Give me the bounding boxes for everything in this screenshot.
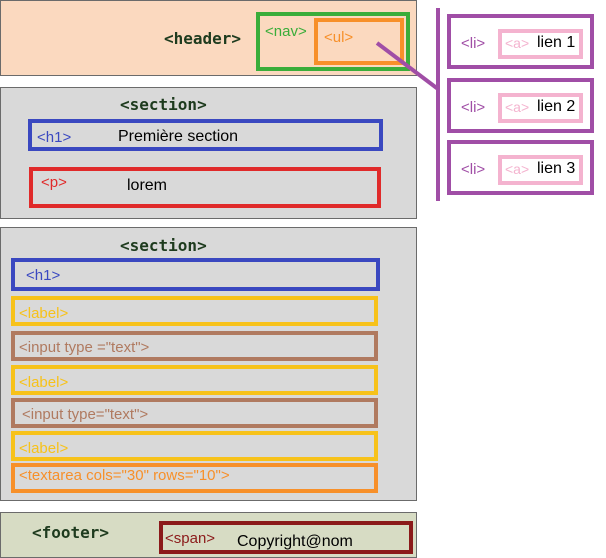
ul-box	[314, 18, 404, 65]
li-tag-label-2: <li>	[461, 99, 486, 116]
li-box-1	[447, 14, 594, 69]
p-text: lorem	[127, 177, 168, 194]
h1-box-1	[28, 119, 383, 151]
ul-tag-label: <ul>	[324, 29, 354, 46]
section-block-2	[0, 227, 417, 501]
label-box-3	[11, 431, 378, 461]
section-tag-label-2: <section>	[120, 236, 207, 255]
a-box-2	[498, 93, 583, 123]
a-tag-label-3: <a>	[505, 161, 530, 177]
link-text-3[interactable]: lien 3	[537, 160, 576, 177]
input-tag-label-2: <input type="text">	[22, 406, 149, 423]
label-tag-label-2: <label>	[19, 374, 69, 391]
textarea-box	[11, 463, 378, 493]
input-box-2	[11, 398, 378, 428]
li-box-2	[447, 78, 594, 133]
span-box	[159, 521, 413, 554]
section-tag-label-1: <section>	[120, 95, 207, 114]
li-tag-label-1: <li>	[461, 35, 486, 52]
a-tag-label-2: <a>	[505, 99, 530, 115]
h1-box-2	[11, 258, 380, 291]
h1-text-1: Première section	[118, 128, 239, 145]
a-tag-label-1: <a>	[505, 35, 530, 51]
p-tag-label: <p>	[41, 174, 67, 191]
a-box-1	[498, 29, 583, 59]
h1-tag-label-1: <h1>	[37, 129, 72, 146]
li-box-3	[447, 140, 594, 195]
link-text-2[interactable]: lien 2	[537, 98, 576, 115]
link-text-1[interactable]: lien 1	[537, 34, 576, 51]
p-box	[29, 167, 381, 208]
input-box-1	[11, 331, 378, 361]
textarea-tag-label: <textarea cols="30" rows="10">	[19, 467, 230, 484]
h1-tag-label-2: <h1>	[26, 267, 61, 284]
a-box-3	[498, 155, 583, 185]
label-box-2	[11, 365, 378, 395]
section-block-1	[0, 87, 417, 219]
label-box-1	[11, 296, 378, 326]
nav-tag-label: <nav>	[265, 23, 307, 40]
li-tag-label-3: <li>	[461, 161, 486, 178]
label-tag-label-3: <label>	[19, 440, 69, 457]
span-tag-label: <span>	[165, 530, 216, 547]
span-text: Copyright@nom	[237, 533, 353, 550]
nav-box	[256, 12, 410, 71]
header-tag-label: <header>	[164, 29, 242, 48]
footer-tag-label: <footer>	[32, 523, 110, 542]
input-tag-label-1: <input type ="text">	[19, 339, 150, 356]
ul-connector-line	[375, 41, 440, 91]
label-tag-label-1: <label>	[19, 305, 69, 322]
